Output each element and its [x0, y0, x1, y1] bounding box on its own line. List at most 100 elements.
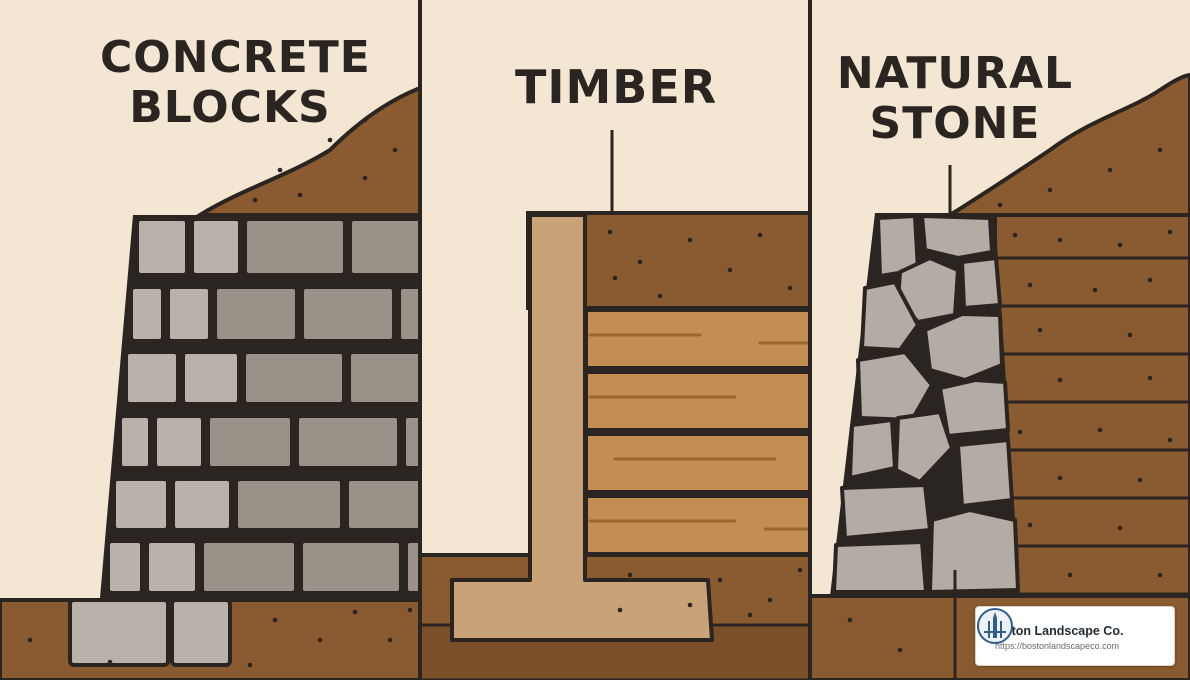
- soil-speck: [757, 232, 763, 238]
- footing-block: [170, 598, 232, 667]
- concrete-block: [118, 414, 152, 470]
- concrete-block: [397, 285, 420, 343]
- timber-planks: [584, 308, 810, 556]
- soil-speck: [847, 617, 853, 623]
- stone: [856, 350, 934, 422]
- soil-speck: [1027, 282, 1033, 288]
- soil-speck: [252, 197, 258, 203]
- soil-speck: [1137, 477, 1143, 483]
- stone: [923, 312, 1004, 382]
- soil-speck: [327, 137, 333, 143]
- soil-speck: [1167, 229, 1173, 235]
- concrete-block: [404, 539, 420, 595]
- soil-speck: [797, 567, 803, 573]
- soil-speck: [1147, 277, 1153, 283]
- concrete-block: [347, 350, 420, 406]
- soil-speck: [317, 637, 323, 643]
- soil-speck: [1017, 429, 1023, 435]
- concrete-block: [129, 285, 165, 343]
- soil-speck: [107, 659, 113, 665]
- brand-name: Boston Landscape Co.: [988, 624, 1124, 638]
- concrete-block: [213, 285, 299, 343]
- timber-post: [450, 213, 714, 642]
- concrete-block: [234, 477, 344, 532]
- soil-speck: [277, 167, 283, 173]
- brand-url[interactable]: https://bostonlandscapeco.com: [995, 641, 1120, 651]
- stone: [960, 256, 1002, 310]
- soil-speck: [1127, 332, 1133, 338]
- soil-speck: [767, 597, 773, 603]
- concrete-block: [348, 217, 420, 277]
- soil-texture: [847, 147, 1173, 653]
- stone: [956, 438, 1014, 508]
- soil-speck: [1057, 237, 1063, 243]
- concrete-panel: [0, 0, 420, 680]
- timber-plank: [584, 494, 810, 556]
- soil-texture: [27, 117, 413, 668]
- concrete-block: [206, 414, 294, 470]
- stone: [928, 508, 1020, 594]
- timber-plank: [584, 432, 810, 494]
- soil-speck: [1117, 525, 1123, 531]
- soil-speck: [1057, 475, 1063, 481]
- soil-speck: [1107, 167, 1113, 173]
- soil-speck: [362, 117, 368, 123]
- soil-mound: [943, 72, 1190, 217]
- soil-speck: [687, 602, 693, 608]
- soil-texture: [607, 229, 803, 618]
- soil-speck: [617, 607, 623, 613]
- soil-speck: [247, 662, 253, 668]
- soil-speck: [897, 647, 903, 653]
- soil-speck: [627, 572, 633, 578]
- stone: [920, 214, 994, 260]
- concrete-block: [153, 414, 205, 470]
- soil-speck: [1157, 572, 1163, 578]
- soil-speck: [657, 293, 663, 299]
- soil-speck: [1057, 377, 1063, 383]
- stone-panel: [810, 0, 1190, 680]
- concrete-block: [171, 477, 233, 532]
- soil-speck: [392, 147, 398, 153]
- stone-backfill: [993, 213, 1190, 602]
- soil-speck: [727, 267, 733, 273]
- soil-speck: [687, 237, 693, 243]
- soil-speck: [1097, 427, 1103, 433]
- soil-speck: [1027, 522, 1033, 528]
- soil-speck: [997, 202, 1003, 208]
- concrete-label: CONCRETE BLOCKS: [100, 32, 371, 133]
- soil-speck: [1157, 147, 1163, 153]
- soil-speck: [352, 609, 358, 615]
- stone: [860, 280, 920, 352]
- concrete-block: [106, 539, 144, 595]
- stone: [840, 483, 932, 540]
- soil-speck: [1012, 232, 1018, 238]
- concrete-block: [112, 477, 170, 532]
- soil-speck: [272, 617, 278, 623]
- soil-speck: [362, 175, 368, 181]
- stone-label-line: STONE: [869, 98, 1041, 149]
- soil-speck: [1167, 437, 1173, 443]
- concrete-block: [242, 350, 346, 406]
- concrete-label-line: BLOCKS: [129, 82, 331, 133]
- timber-label-line: TIMBER: [515, 60, 718, 114]
- concrete-block: [145, 539, 199, 595]
- stone: [938, 378, 1010, 438]
- building-logo-icon: [977, 608, 1013, 644]
- brand-badge[interactable]: Boston Landscape Co. https://bostonlands…: [975, 606, 1175, 666]
- soil-speck: [297, 192, 303, 198]
- stone-label-line: NATURAL: [836, 48, 1074, 99]
- stone: [848, 418, 897, 480]
- soil-speck: [607, 229, 613, 235]
- concrete-label-line: CONCRETE: [100, 32, 371, 83]
- concrete-block: [135, 217, 189, 277]
- stone: [832, 540, 928, 594]
- soil-speck: [1117, 242, 1123, 248]
- stone: [894, 410, 954, 484]
- soil-speck: [747, 612, 753, 618]
- soil-speck: [407, 607, 413, 613]
- concrete-block: [166, 285, 212, 343]
- concrete-block: [295, 414, 401, 470]
- concrete-block: [243, 217, 347, 277]
